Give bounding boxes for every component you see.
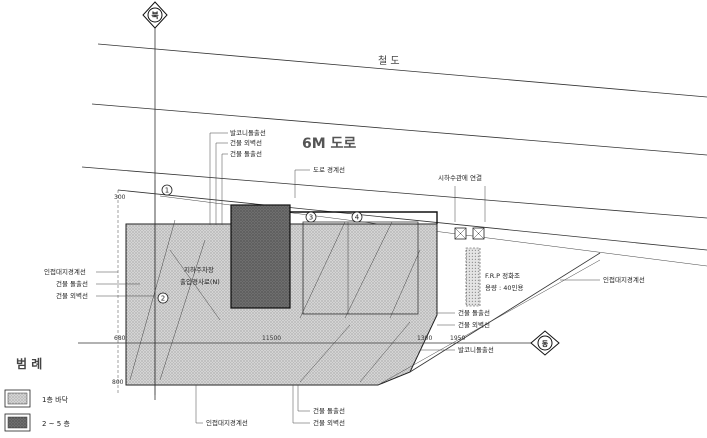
dim-right-b: 1950 (450, 335, 465, 342)
label-inner-1: 지하주차장 (184, 265, 214, 274)
label-road-boundary: 도로 경계선 (313, 165, 345, 174)
label-frp-2: 용량 : 40인용 (485, 283, 524, 292)
dim-width: 11500 (262, 335, 281, 342)
circle-mark-4: 4 (355, 214, 360, 222)
legend-title: 범 례 (16, 356, 42, 371)
north-marker-text: 북 (151, 10, 159, 20)
circle-mark-2: 2 (161, 295, 165, 303)
legend-item-2: 2 ~ 5 층 (42, 419, 70, 428)
circle-mark-3: 3 (309, 214, 313, 222)
dim-left-top: 300 (114, 194, 126, 201)
label-wall-left: 건물 외벽선 (56, 291, 88, 300)
annotations: 발코니돌출선 건물 외벽선 건물 돌출선 도로 경계선 시하수관에 연결 F.R… (44, 128, 645, 427)
septic-tank (465, 247, 481, 307)
legend-item-1: 1층 바닥 (42, 395, 69, 404)
label-inner-2: 출입경사로(N) (180, 277, 220, 286)
label-adjacent-left: 인접대지경계선 (44, 267, 86, 276)
dim-right-a: 1300 (417, 335, 432, 342)
label-frp-1: F.R.P 정화조 (485, 271, 520, 280)
north-marker: 북 (142, 1, 168, 29)
building-core (230, 204, 291, 309)
label-eave-left: 건물 돌출선 (56, 279, 88, 288)
east-marker-text: 동 (542, 340, 549, 348)
label-sewer: 시하수관에 연결 (438, 173, 482, 182)
label-eave-top: 건물 돌출선 (230, 149, 262, 158)
label-wall-right: 건물 외벽선 (458, 320, 490, 329)
label-eave-bottom: 건물 돌출선 (313, 406, 345, 415)
railway-label: 철 도 (378, 55, 400, 67)
dim-left-mid: 680 (114, 335, 126, 342)
axis-lines (78, 18, 545, 400)
leader-lines (96, 132, 600, 424)
circle-mark-1: 1 (165, 187, 169, 195)
site-plot (117, 180, 601, 395)
label-eave-right: 건물 돌출선 (458, 308, 490, 317)
circle-markers: 1 2 3 4 (157, 184, 363, 304)
road-6m-label: 6M 도로 (302, 136, 356, 152)
septic-system (454, 227, 485, 307)
label-adjacent-right: 인접대지경계선 (603, 275, 645, 284)
east-marker: 동 (530, 330, 560, 356)
label-balcony-top: 발코니돌출선 (230, 128, 266, 137)
label-balcony-right: 발코니돌출선 (458, 345, 494, 354)
label-wall-top: 건물 외벽선 (230, 138, 262, 147)
legend: 범 례 1층 바닥 2 ~ 5 층 (4, 356, 70, 432)
label-adjacent-bottom: 인접대지경계선 (206, 418, 248, 427)
dim-left-bottom: 800 (112, 379, 124, 386)
label-wall-bottom: 건물 외벽선 (313, 418, 345, 427)
dimensions: 300 680 800 11500 1300 1950 (112, 194, 465, 386)
